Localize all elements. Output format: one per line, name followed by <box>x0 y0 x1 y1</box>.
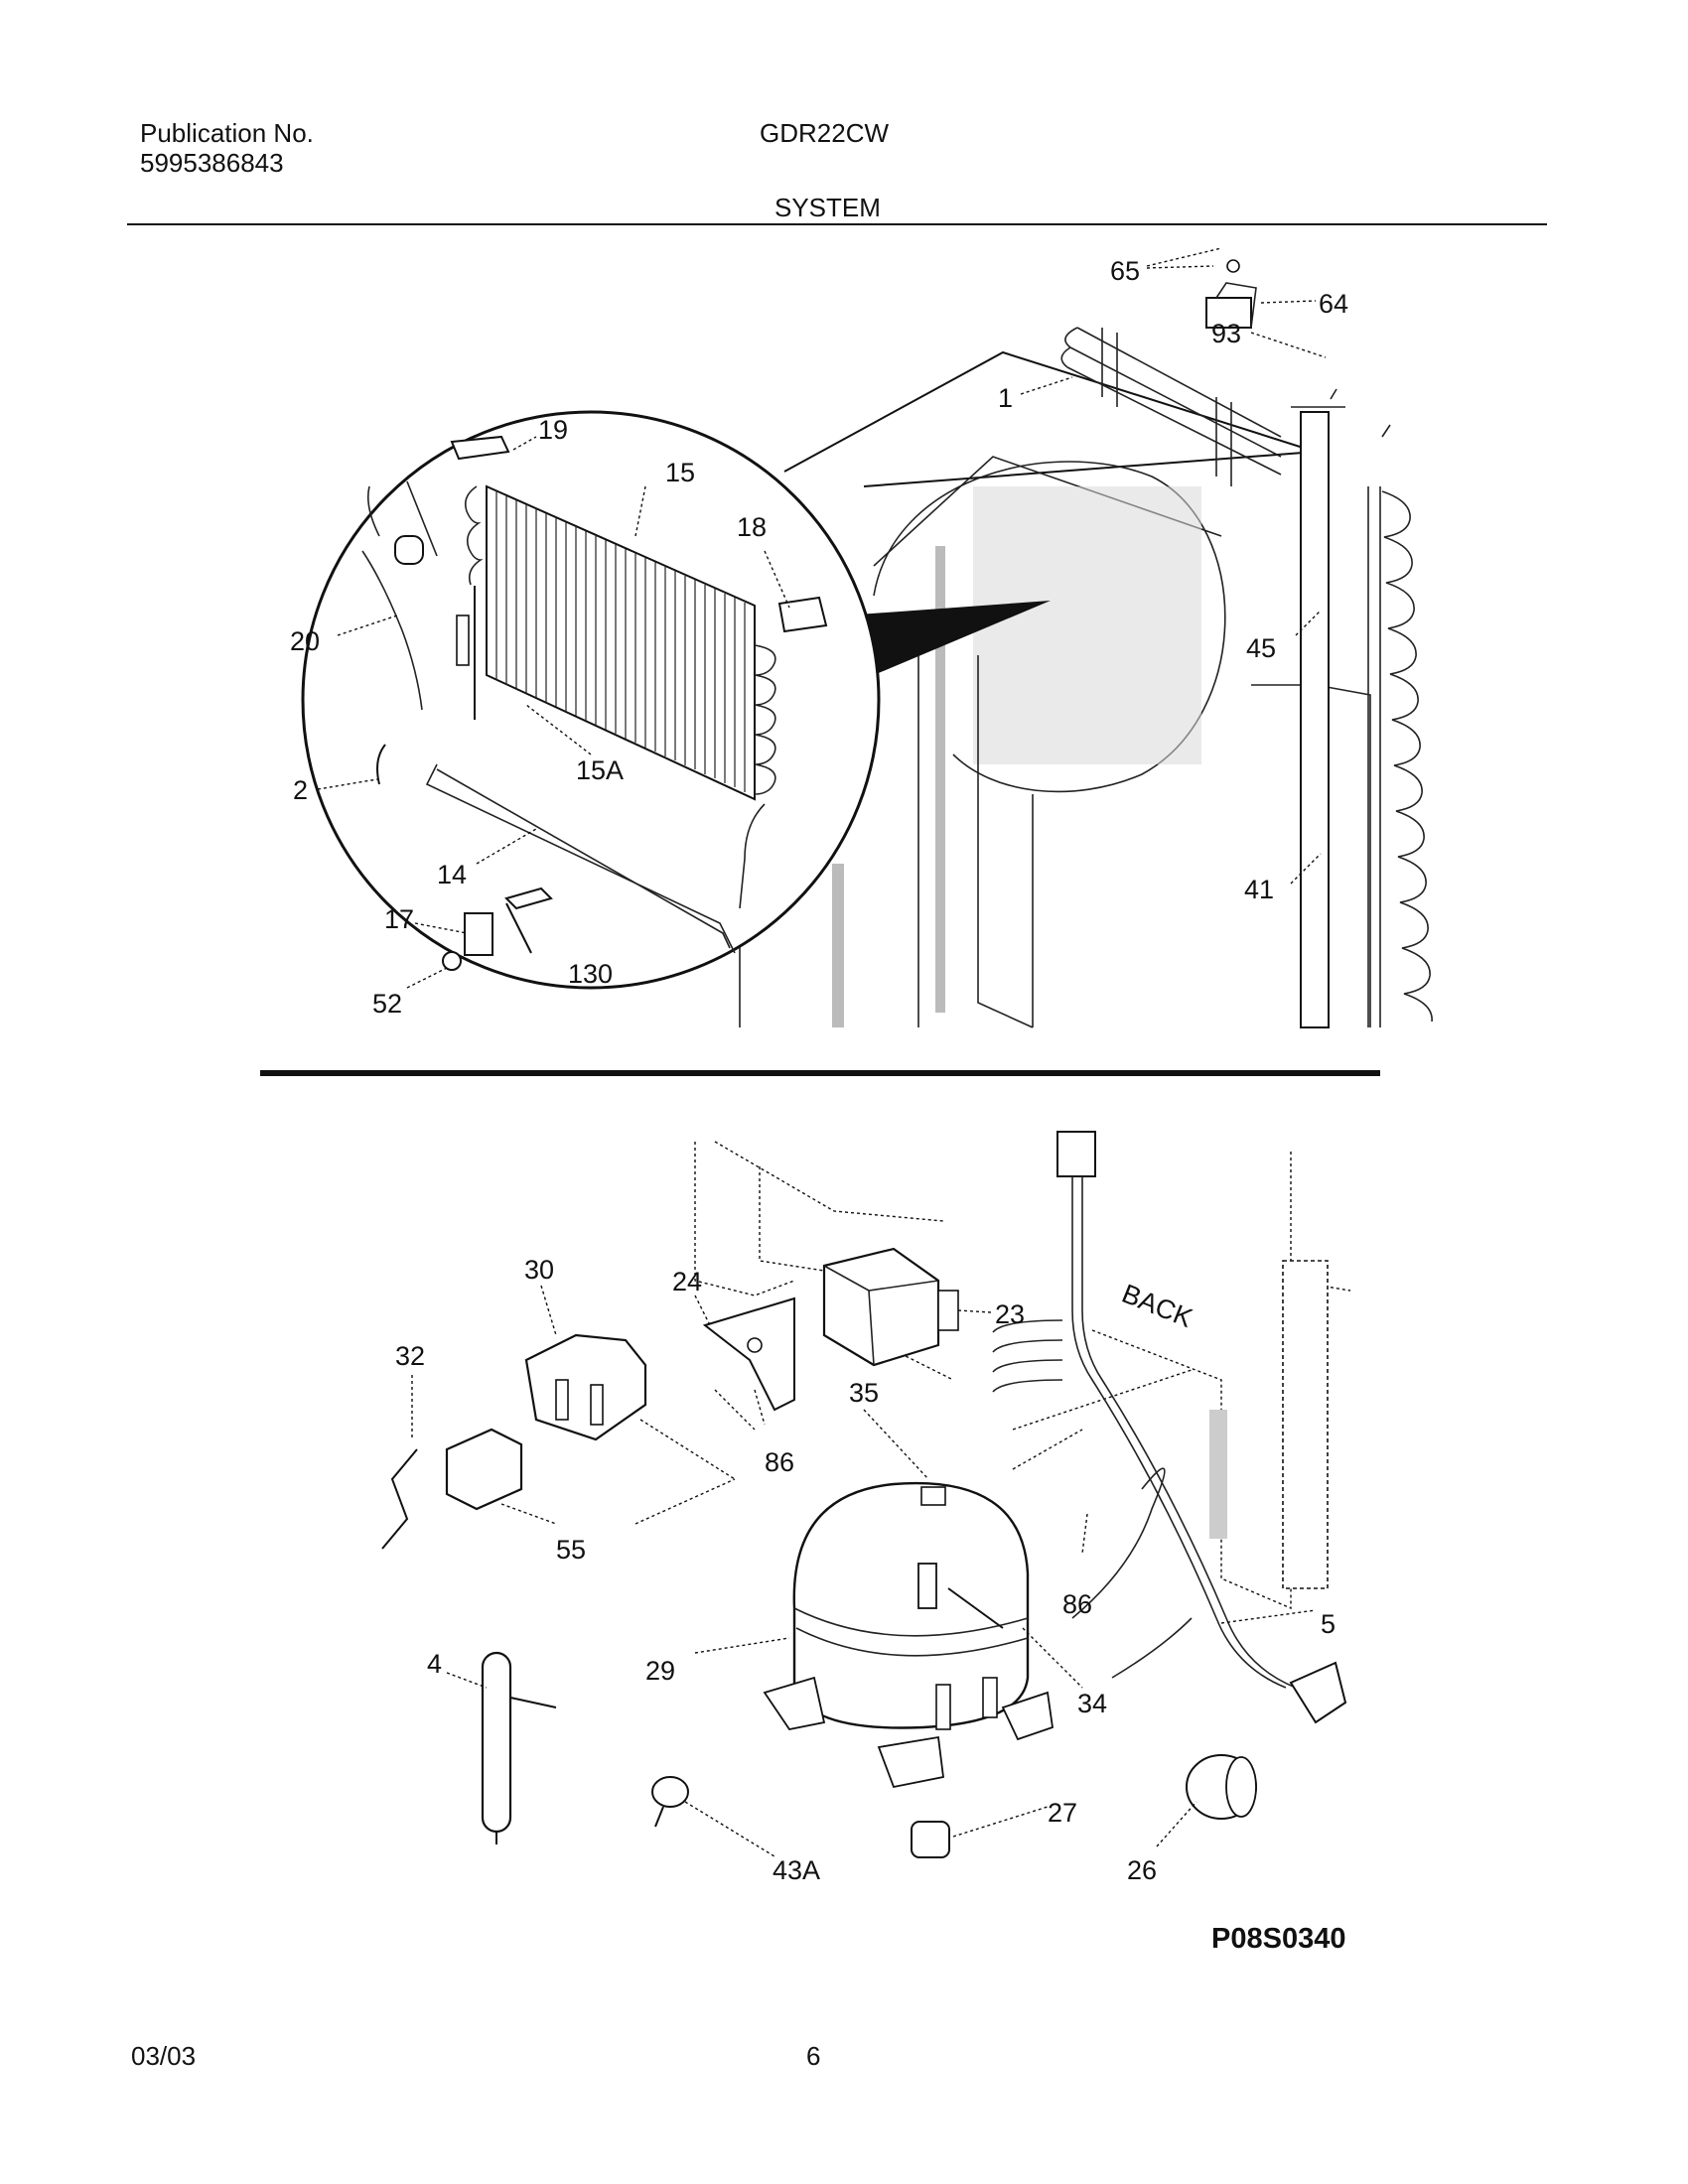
callout-130: 130 <box>568 959 613 989</box>
bottom-leader-lines <box>411 1285 1317 1857</box>
page-number: 6 <box>806 2041 821 2071</box>
callout-41: 41 <box>1244 875 1274 904</box>
back-label: BACK <box>1118 1279 1196 1333</box>
top-leader-lines <box>317 247 1327 989</box>
callout-14: 14 <box>437 860 467 889</box>
callout-86-cabinet: 86 <box>1062 1589 1092 1619</box>
defrost-timer <box>822 1247 959 1367</box>
callout-4: 4 <box>427 1649 442 1679</box>
callout-15a: 15A <box>576 755 624 785</box>
section-title: SYSTEM <box>774 193 881 222</box>
publication-label: Publication No. <box>140 118 314 148</box>
callout-86-bracket: 86 <box>765 1447 794 1477</box>
diagram-code: P08S0340 <box>1211 1923 1345 1955</box>
callout-45: 45 <box>1246 633 1276 663</box>
callout-65: 65 <box>1110 256 1140 286</box>
callout-1: 1 <box>998 383 1013 413</box>
callout-17: 17 <box>384 904 414 934</box>
evaporator-detail-inset <box>301 410 1051 990</box>
power-cord-harness <box>992 1131 1347 1724</box>
callout-27: 27 <box>1048 1798 1077 1828</box>
callout-19: 19 <box>538 415 568 445</box>
callout-15: 15 <box>665 458 695 487</box>
machine-compartment-illustration: BACK <box>381 1131 1351 1858</box>
callout-93: 93 <box>1211 319 1241 348</box>
callout-20: 20 <box>290 626 320 656</box>
callout-5: 5 <box>1321 1609 1336 1639</box>
callout-52: 52 <box>372 989 402 1019</box>
callout-26: 26 <box>1127 1855 1157 1885</box>
callout-34: 34 <box>1077 1689 1107 1718</box>
callout-43a: 43A <box>773 1855 820 1885</box>
callout-29: 29 <box>645 1656 675 1686</box>
header-rule <box>127 223 1547 225</box>
callout-64: 64 <box>1319 289 1348 319</box>
start-relay <box>524 1333 647 1441</box>
callout-30: 30 <box>524 1255 554 1285</box>
callout-23: 23 <box>995 1299 1025 1329</box>
publication-number: 5995386843 <box>140 148 284 178</box>
compressor <box>763 1481 1054 1789</box>
callout-24: 24 <box>672 1267 702 1297</box>
model-number: GDR22CW <box>760 118 890 148</box>
footer-date: 03/03 <box>131 2041 197 2071</box>
callout-35: 35 <box>849 1378 879 1408</box>
callout-2: 2 <box>293 775 308 805</box>
callout-18: 18 <box>737 512 767 542</box>
callout-55: 55 <box>556 1535 586 1565</box>
filter-drier <box>481 1651 557 1844</box>
callout-32: 32 <box>395 1341 425 1371</box>
section-divider <box>260 1070 1380 1076</box>
cabinet-illustration <box>739 259 1433 1028</box>
evaporator-coil <box>464 484 776 909</box>
